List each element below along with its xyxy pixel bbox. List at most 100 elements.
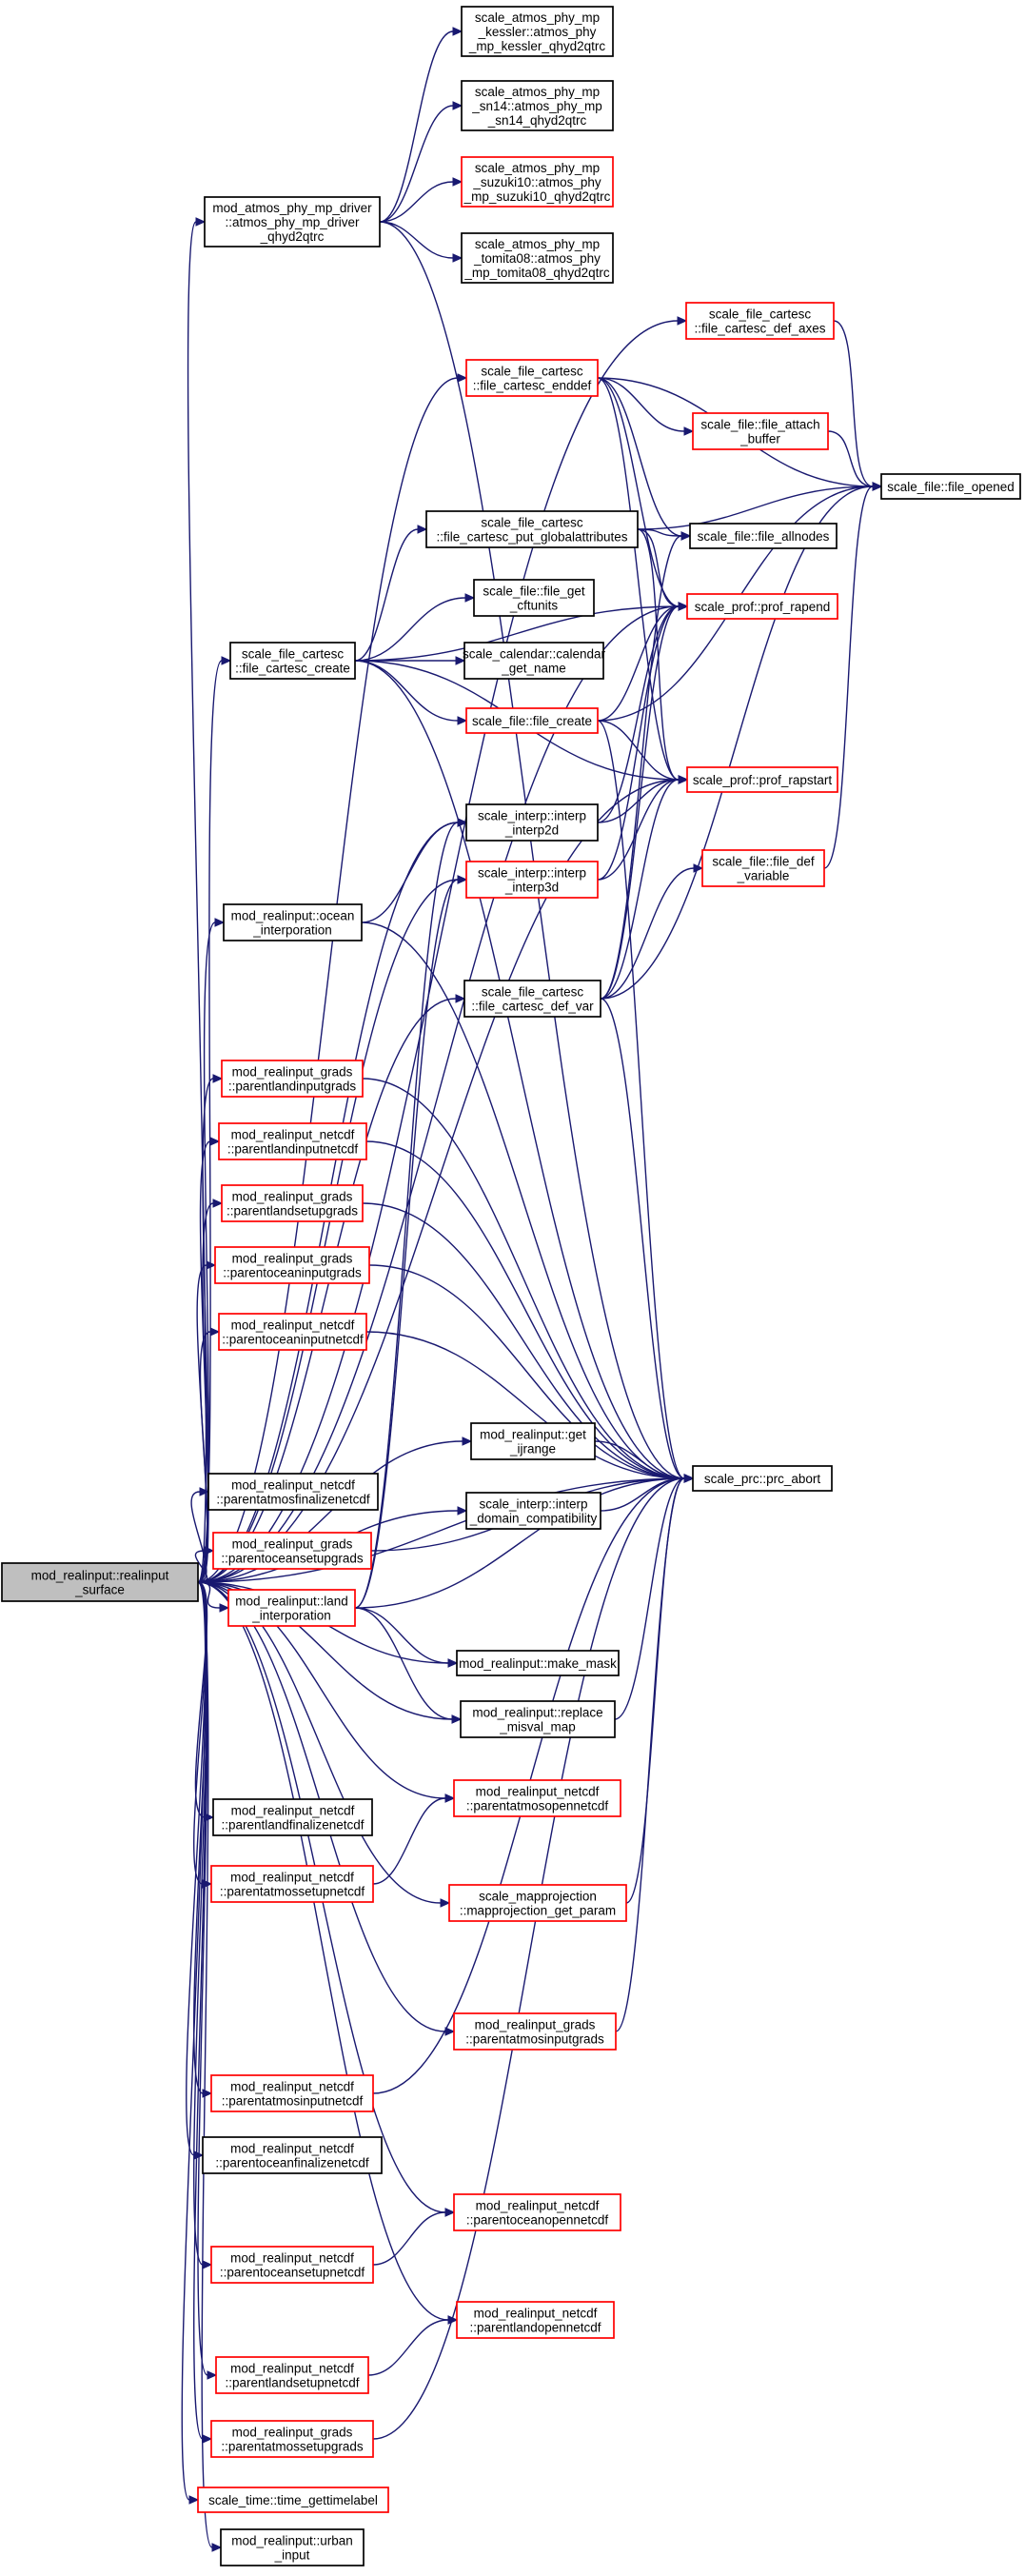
edge-line — [362, 1078, 685, 1479]
edge-land-interp-to-interp2d — [354, 818, 468, 1609]
edge-put-global-to-file-opened — [637, 482, 883, 530]
edge-arrowhead — [683, 426, 695, 436]
node-attach-buffer[interactable]: scale_file::file_attach_buffer — [692, 412, 829, 450]
node-def-axes[interactable]: scale_file_cartesc::file_cartesc_def_axe… — [685, 302, 835, 340]
node-box — [204, 196, 381, 248]
node-label-line: ::parentoceaninputnetcdf — [222, 1333, 364, 1347]
node-box — [463, 980, 601, 1018]
node-prc-abort[interactable]: scale_prc::prc_abort — [692, 1465, 833, 1492]
node-get-ijrange[interactable]: mod_realinput::get_ijrange — [470, 1422, 596, 1460]
edge-line — [365, 1331, 685, 1479]
edge-enddef-to-prof-rapstart — [597, 377, 689, 784]
node-pland-netcdf[interactable]: mod_realinput_netcdf::parentlandinputnet… — [218, 1122, 367, 1160]
node-label-line: mod_realinput_grads — [232, 1537, 353, 1552]
node-prof-rapstart[interactable]: scale_prof::prof_rapstart — [686, 766, 838, 793]
node-get-cftunits[interactable]: scale_file::file_get_cftunits — [473, 579, 595, 617]
node-urban-input[interactable]: mod_realinput::urban_input — [220, 2528, 365, 2566]
node-label-line: mod_realinput_netcdf — [230, 2142, 354, 2156]
node-box — [1, 1562, 199, 1602]
node-mp-sn14[interactable]: scale_atmos_phy_mp_sn14::atmos_phy_mp_sn… — [461, 80, 614, 131]
node-file-create[interactable]: scale_file::file_create — [465, 707, 599, 734]
node-gettimelabel[interactable]: scale_time::time_gettimelabel — [197, 2487, 389, 2513]
node-label-line: ::parentatmosfinalizenetcdf — [216, 1493, 370, 1507]
node-def-variable[interactable]: scale_file::file_def_variable — [701, 849, 825, 887]
edge-def-var-to-allnodes — [600, 531, 692, 1000]
node-box — [453, 1779, 621, 1817]
node-patmossetup-netcdf[interactable]: mod_realinput_netcdf::parentatmossetupne… — [210, 1865, 374, 1903]
node-box — [212, 1532, 372, 1570]
node-root[interactable]: mod_realinput::realinput_surface — [1, 1562, 199, 1602]
edge-arrowhead — [209, 1327, 221, 1337]
node-replace-misval[interactable]: mod_realinput::replace_misval_map — [460, 1700, 616, 1738]
node-cartesc-create[interactable]: scale_file_cartesc::file_cartesc_create — [229, 642, 356, 680]
node-box — [461, 6, 614, 57]
node-label-line: scale_file_cartesc — [709, 307, 812, 322]
edge-arrowhead — [464, 593, 476, 603]
node-patmos-final[interactable]: mod_realinput_netcdf::parentatmosfinaliz… — [207, 1473, 379, 1511]
node-label-line: _mp_tomita08_qhyd2qtrc — [463, 266, 610, 280]
node-patmossetup-grads[interactable]: mod_realinput_grads::parentatmossetupgra… — [210, 2420, 374, 2458]
node-ocean-interp[interactable]: mod_realinput::ocean_interporation — [223, 903, 363, 941]
node-interp2d[interactable]: scale_interp::interp_interp2d — [465, 803, 599, 842]
edge-arrowhead — [221, 656, 232, 665]
edge-def-var-to-file-opened — [600, 482, 883, 1000]
node-box — [461, 232, 614, 284]
edge-line — [368, 1264, 685, 1479]
node-pland-final[interactable]: mod_realinput_netcdf::parentlandfinalize… — [212, 1798, 373, 1836]
edge-arrowhead — [199, 1487, 210, 1496]
node-file-opened[interactable]: scale_file::file_opened — [880, 473, 1021, 500]
node-box — [218, 1313, 367, 1351]
node-label-line: scale_prof::prof_rapstart — [693, 773, 833, 787]
edge-enddef-to-prof-rapend — [597, 377, 689, 611]
edge-enddef-to-attach-buffer — [597, 377, 695, 436]
node-pland-open[interactable]: mod_realinput_netcdf::parentlandopennetc… — [456, 2301, 615, 2339]
node-pocean-open[interactable]: mod_realinput_netcdf::parentoceanopennet… — [453, 2193, 621, 2231]
node-calendar[interactable]: scale_calendar::calendar_get_name — [463, 642, 606, 680]
node-prof-rapend[interactable]: scale_prof::prof_rapend — [686, 593, 838, 620]
node-box — [210, 1865, 374, 1903]
node-mp-suzuki[interactable]: scale_atmos_phy_mp_suzuki10::atmos_phy_m… — [461, 156, 614, 208]
node-label-line: _interporation — [251, 1609, 331, 1623]
edge-arrowhead — [202, 2434, 213, 2444]
node-enddef[interactable]: scale_file_cartesc::file_cartesc_enddef — [465, 359, 599, 397]
node-label-line: mod_realinput::get — [480, 1428, 586, 1442]
nodes-layer: mod_realinput::realinput_surface mod_atmo… — [1, 6, 1021, 2566]
node-put-global[interactable]: scale_file_cartesc::file_cartesc_put_glo… — [425, 510, 639, 548]
node-pocean-netcdf[interactable]: mod_realinput_netcdf::parentoceaninputne… — [218, 1313, 367, 1351]
node-mapproj[interactable]: scale_mapprojection::mapprojection_get_p… — [448, 1884, 627, 1922]
edge-arrowhead — [444, 2208, 456, 2217]
node-label-line: ::parentatmosopennetcdf — [466, 1799, 609, 1813]
node-allnodes[interactable]: scale_file::file_allnodes — [689, 523, 838, 549]
node-interp-domain[interactable]: scale_interp::interp_domain_compatibilit… — [465, 1492, 601, 1530]
node-mp-tomita[interactable]: scale_atmos_phy_mp_tomita08::atmos_phy_m… — [461, 232, 614, 284]
edge-line — [379, 221, 685, 1479]
edge-root-to-pland-open — [197, 1581, 459, 2325]
node-mp-driver[interactable]: mod_atmos_phy_mp_driver::atmos_phy_mp_dr… — [204, 196, 381, 248]
node-label-line: scale_time::time_gettimelabel — [208, 2493, 378, 2507]
node-plandsetup-netcdf[interactable]: mod_realinput_netcdf::parentlandsetupnet… — [215, 2356, 369, 2394]
node-make-mask[interactable]: mod_realinput::make_mask — [456, 1650, 620, 1676]
node-box — [210, 2074, 374, 2112]
edge-line — [597, 605, 680, 823]
node-label-line: mod_realinput_grads — [232, 1252, 353, 1266]
node-label-line: _sn14_qhyd2qtrc — [487, 113, 587, 128]
edge-arrowhead — [451, 1714, 463, 1724]
node-poceansetup-netcdf[interactable]: mod_realinput_netcdf::parentoceansetupne… — [210, 2246, 374, 2284]
node-pland-grads[interactable]: mod_realinput_grads::parentlandinputgrad… — [221, 1060, 364, 1098]
node-poceansetup-grads[interactable]: mod_realinput_grads::parentoceansetupgra… — [212, 1532, 372, 1570]
node-pocean-final[interactable]: mod_realinput_netcdf::parentoceanfinaliz… — [202, 2136, 383, 2174]
node-label-line: scale_atmos_phy_mp — [475, 237, 600, 251]
node-label-line: scale_atmos_phy_mp — [475, 85, 600, 99]
node-patmos-grads[interactable]: mod_realinput_grads::parentatmosinputgra… — [453, 2012, 617, 2051]
edge-interp3d-to-prof-rapend — [597, 602, 689, 881]
node-def-var[interactable]: scale_file_cartesc::file_cartesc_def_var — [463, 980, 601, 1018]
edge-line — [614, 1477, 685, 1720]
edge-arrowhead — [219, 1603, 230, 1613]
node-pocean-grads[interactable]: mod_realinput_grads::parentoceaninputgra… — [214, 1246, 370, 1284]
node-plandsetup-grads[interactable]: mod_realinput_grads::parentlandsetupgrad… — [221, 1184, 364, 1222]
node-patmos-netcdf[interactable]: mod_realinput_netcdf::parentatmosinputne… — [210, 2074, 374, 2112]
node-interp3d[interactable]: scale_interp::interp_interp3d — [465, 861, 599, 899]
node-patmos-open[interactable]: mod_realinput_netcdf::parentatmosopennet… — [453, 1779, 621, 1817]
node-land-interp[interactable]: mod_realinput::land_interporation — [227, 1589, 356, 1627]
node-mp-kessler[interactable]: scale_atmos_phy_mp_kessler::atmos_phy_mp… — [461, 6, 614, 57]
